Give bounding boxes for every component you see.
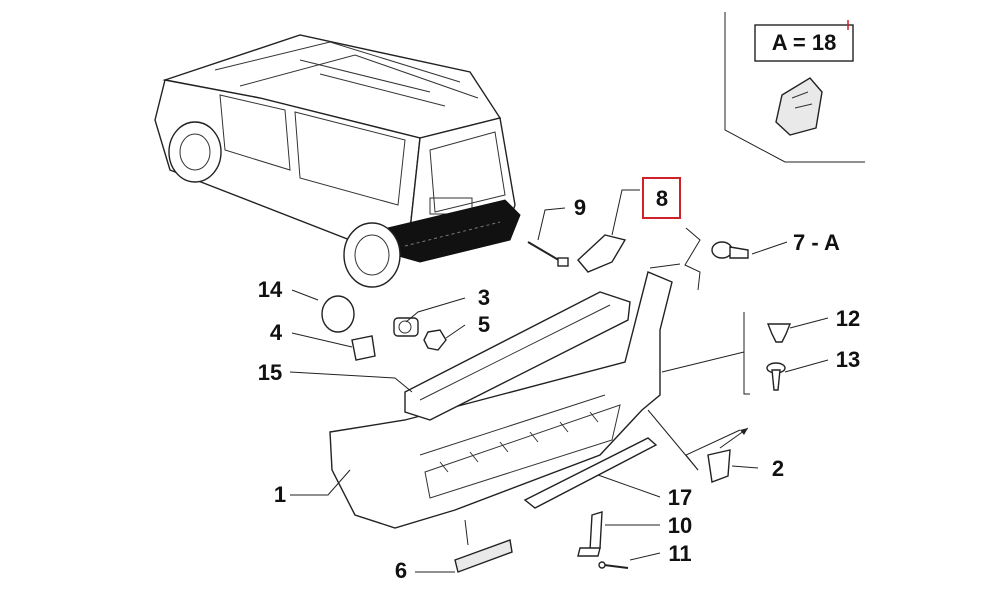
bolt-icon xyxy=(527,241,569,267)
plastic-clip-icon xyxy=(766,323,792,343)
callout-12: 12 xyxy=(836,306,860,331)
small-screw-icon xyxy=(598,561,629,569)
legend-box: A = 18 xyxy=(724,12,865,163)
callout-1: 1 xyxy=(274,482,286,507)
nut-icon xyxy=(423,329,447,351)
bumper-bracket xyxy=(577,234,627,273)
front-wheel-icon xyxy=(168,121,222,183)
push-pin-fastener-icon xyxy=(711,241,749,259)
sensor-holder-icon xyxy=(351,335,376,361)
parking-sensor-icon xyxy=(393,317,419,337)
legend-text: A = 18 xyxy=(772,30,837,55)
highlight-frame xyxy=(642,177,681,219)
callout-17: 17 xyxy=(668,485,692,510)
lower-trim-strip xyxy=(523,437,658,509)
screw-icon xyxy=(766,362,786,391)
callout-8: 8 xyxy=(656,186,668,211)
lower-bracket xyxy=(577,511,603,557)
round-cap-icon xyxy=(321,295,355,333)
callout-6: 6 xyxy=(395,558,407,583)
callout-9: 9 xyxy=(574,195,586,220)
callout-10: 10 xyxy=(668,513,692,538)
callout-15: 15 xyxy=(258,360,282,385)
callout-11: 11 xyxy=(668,541,691,566)
callout-7: 7 - A xyxy=(793,230,840,255)
bumper-reinforcement-beam xyxy=(404,291,631,421)
callout-4: 4 xyxy=(270,320,283,345)
callout-13: 13 xyxy=(836,347,860,372)
fastener-clip-18-icon xyxy=(775,77,823,136)
tow-hook-cover xyxy=(707,427,749,483)
callout-2: 2 xyxy=(772,456,784,481)
rear-wheel-icon xyxy=(343,222,401,288)
rear-bumper-cover xyxy=(329,271,673,529)
van-rear-view-illustration xyxy=(154,34,521,288)
callout-14: 14 xyxy=(258,277,283,302)
callout-5: 5 xyxy=(478,312,490,337)
reflector-icon xyxy=(454,539,513,573)
callout-3: 3 xyxy=(478,285,490,310)
leader-lines xyxy=(289,189,829,573)
